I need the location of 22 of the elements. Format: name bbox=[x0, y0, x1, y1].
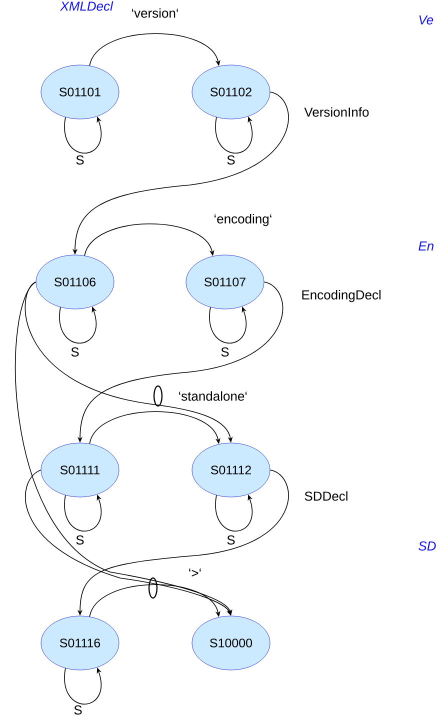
edge-label: S bbox=[227, 535, 235, 545]
edge-label: S bbox=[71, 347, 79, 357]
section-label: XMLDecl bbox=[60, 1, 114, 11]
edge-label: S bbox=[227, 155, 235, 165]
edge-label: S bbox=[221, 347, 229, 357]
arrow bbox=[89, 584, 220, 618]
edge-label: S bbox=[74, 705, 82, 715]
section-label: SD bbox=[418, 541, 436, 551]
edge-label: ‘encoding‘ bbox=[214, 214, 272, 226]
section-label: En bbox=[418, 242, 434, 250]
edge-label: S bbox=[76, 155, 84, 165]
edge-label: S bbox=[76, 535, 84, 545]
arrow bbox=[89, 33, 220, 66]
edge-label: EncodingDecl bbox=[302, 290, 381, 302]
edge-label: VersionInfo bbox=[304, 107, 369, 117]
section-label: Ve bbox=[419, 15, 434, 25]
arrow bbox=[89, 411, 220, 444]
edge-label: SDDecl bbox=[304, 491, 348, 501]
edge-label: ‘>‘ bbox=[189, 568, 201, 576]
edge-label: ‘standalone‘ bbox=[179, 391, 247, 401]
arrow bbox=[84, 223, 214, 256]
edge-label: ‘version‘ bbox=[132, 8, 178, 18]
